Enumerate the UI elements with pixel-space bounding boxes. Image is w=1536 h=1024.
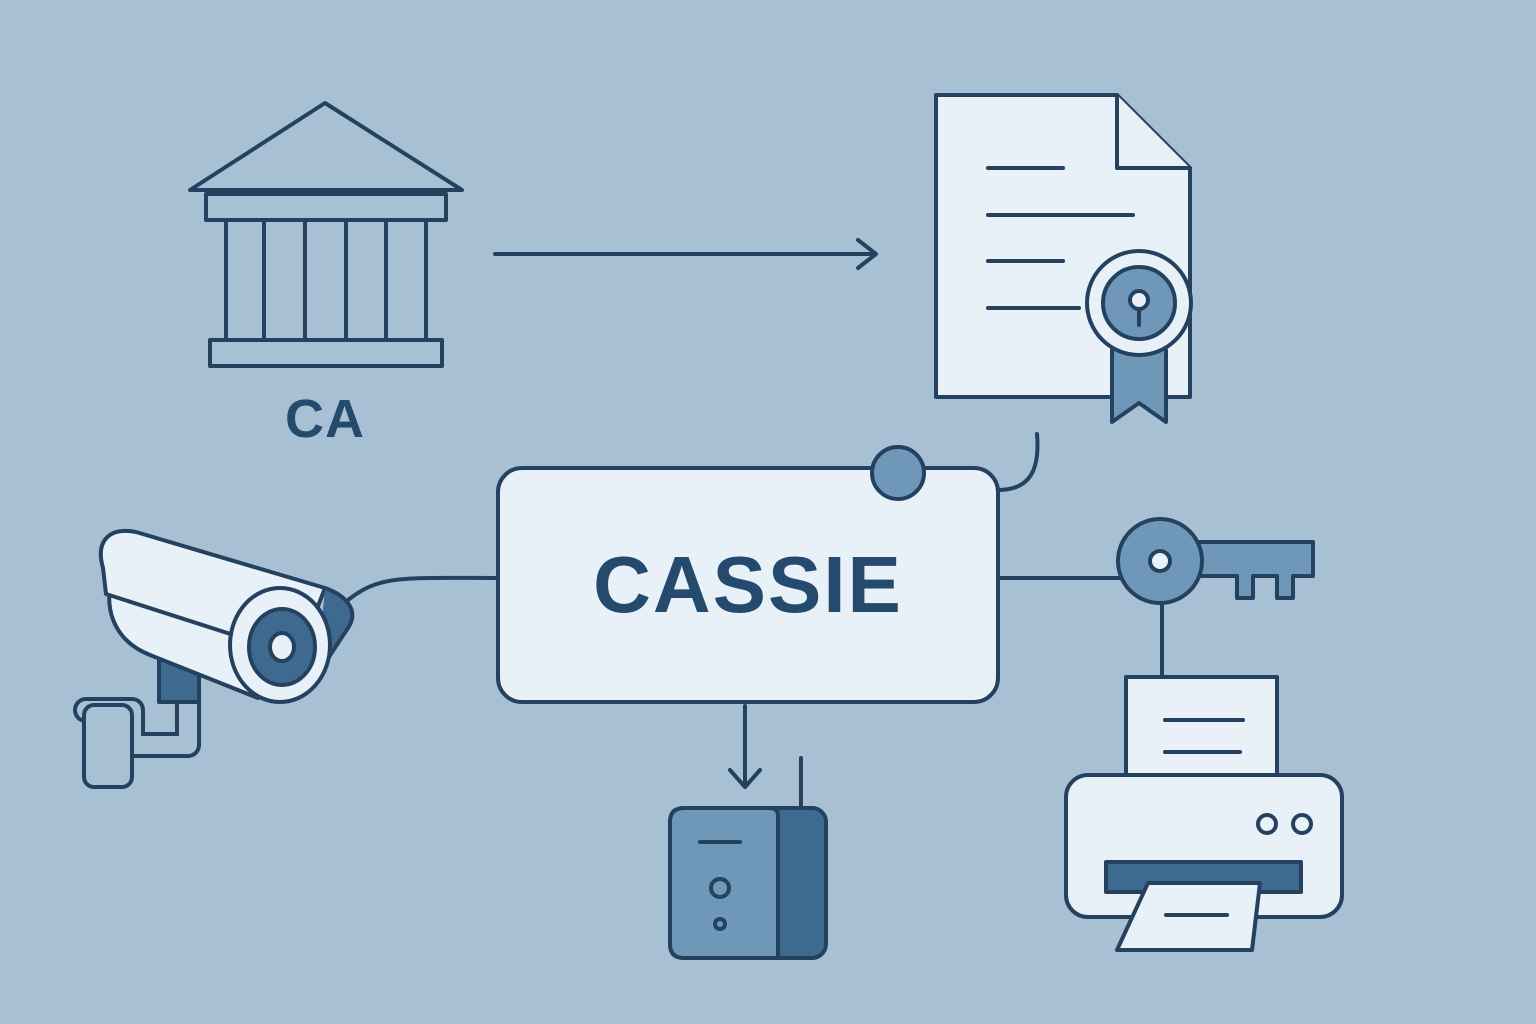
hub-top-dot-icon — [870, 445, 926, 501]
security-camera-icon — [73, 528, 355, 789]
cassie-hub-box: CASSIE — [496, 466, 1000, 704]
cassie-hub-label: CASSIE — [593, 540, 903, 629]
router-device-icon — [668, 756, 828, 960]
arrow-ca-to-certificate — [493, 238, 878, 270]
bank-building-icon — [188, 101, 464, 368]
connector-certificate-hub — [996, 432, 1040, 492]
key-icon — [1116, 517, 1315, 605]
connector-camera-hub — [346, 575, 498, 602]
ca-label: CA — [285, 389, 365, 449]
printer-icon — [1064, 675, 1344, 952]
certificate-document-icon — [934, 93, 1193, 424]
arrow-hub-to-router — [728, 704, 762, 789]
